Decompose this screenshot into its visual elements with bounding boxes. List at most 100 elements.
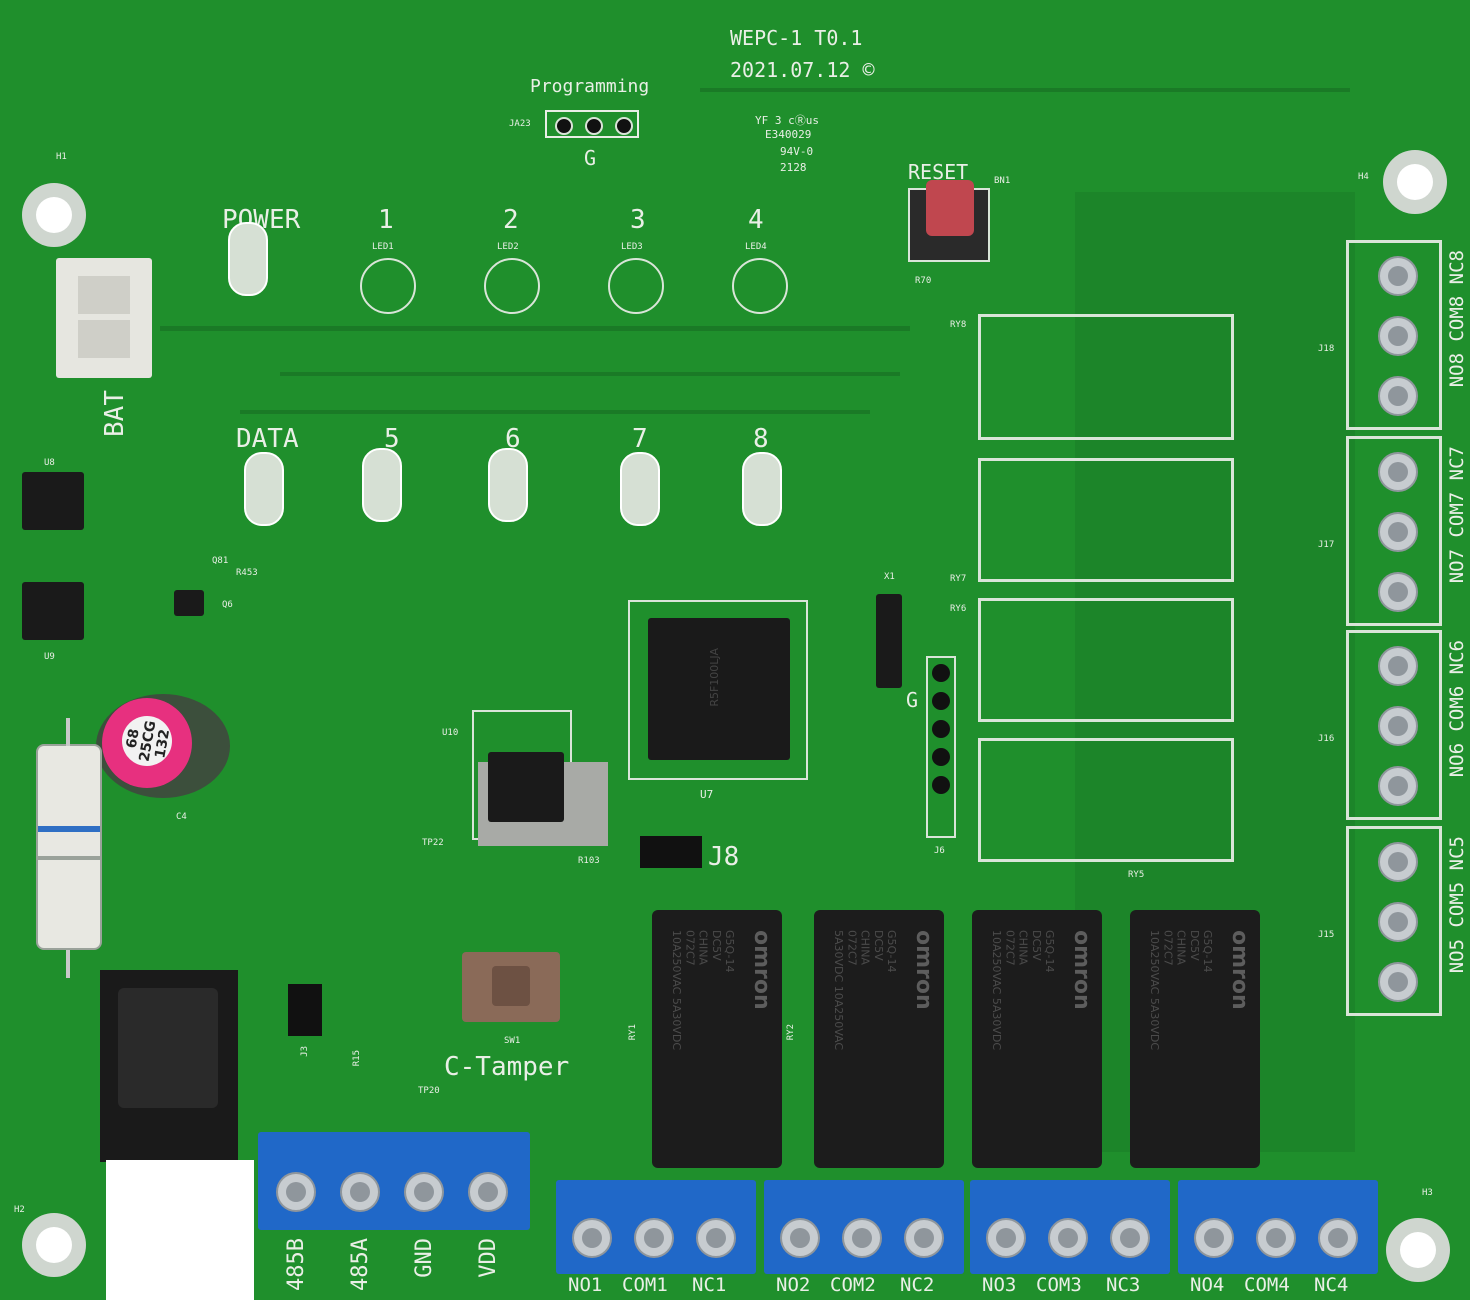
led-2-number: 2 xyxy=(503,205,519,235)
sw1-label: SW1 xyxy=(504,1036,521,1046)
led-4-footprint xyxy=(732,258,788,314)
mounting-hole-h1 xyxy=(22,183,86,247)
mcu-u7: R5F100LJA xyxy=(648,618,790,760)
screw-terminal[interactable] xyxy=(634,1218,674,1258)
side-connector-ref: J17 xyxy=(1318,540,1335,550)
relay-brand: omron xyxy=(911,930,936,1010)
relay-terminal-label: COM1 xyxy=(622,1274,668,1296)
screw-terminal[interactable] xyxy=(1378,256,1418,296)
led-3-number: 3 xyxy=(630,205,646,235)
relay-lot: 072C7 xyxy=(845,930,859,966)
screw-terminal[interactable] xyxy=(404,1172,444,1212)
relay-origin: CHINA xyxy=(696,930,710,965)
screw-terminal[interactable] xyxy=(1318,1218,1358,1258)
relay-rating: 5A30VDC 10A250VAC xyxy=(832,930,846,1051)
dc-jack xyxy=(100,970,238,1162)
screw-terminal[interactable] xyxy=(1378,706,1418,746)
screw-terminal[interactable] xyxy=(1378,766,1418,806)
bn1-label: BN1 xyxy=(994,176,1011,186)
h3-label: H3 xyxy=(1422,1188,1433,1198)
side-connector-label: NO7 COM7 NC7 xyxy=(1446,446,1468,584)
relay-terminal-label: NO1 xyxy=(568,1274,603,1296)
regulator-u10 xyxy=(488,752,564,822)
relay-terminal-label: COM4 xyxy=(1244,1274,1290,1296)
led-8 xyxy=(742,452,782,526)
screw-terminal[interactable] xyxy=(276,1172,316,1212)
screw-terminal[interactable] xyxy=(1378,572,1418,612)
screw-terminal[interactable] xyxy=(780,1218,820,1258)
relay-terminal-label: NO2 xyxy=(776,1274,811,1296)
data-label: DATA xyxy=(236,424,299,454)
rs485-pin-label: VDD xyxy=(476,1238,501,1278)
screw-terminal[interactable] xyxy=(1378,512,1418,552)
reset-button[interactable] xyxy=(926,180,974,236)
screw-terminal[interactable] xyxy=(1378,646,1418,686)
screw-terminal[interactable] xyxy=(468,1172,508,1212)
relay-brand: omron xyxy=(749,930,774,1010)
c4-label: C4 xyxy=(176,812,187,822)
screw-terminal[interactable] xyxy=(904,1218,944,1258)
screw-terminal[interactable] xyxy=(1110,1218,1150,1258)
h2-label: H2 xyxy=(14,1205,25,1215)
relay-terminal-label: NO4 xyxy=(1190,1274,1225,1296)
cert-line-2: E340029 xyxy=(765,128,812,141)
led-6 xyxy=(488,448,528,522)
screw-terminal[interactable] xyxy=(572,1218,612,1258)
relay-brand: omron xyxy=(1227,930,1252,1010)
mcu-text: R5F100LJA xyxy=(708,648,721,707)
screw-terminal[interactable] xyxy=(340,1172,380,1212)
screw-terminal[interactable] xyxy=(1378,902,1418,942)
board-date: 2021.07.12 © xyxy=(730,58,875,82)
screw-terminal[interactable] xyxy=(1378,962,1418,1002)
j6-g-label: G xyxy=(906,688,919,712)
u7-label: U7 xyxy=(700,788,714,801)
power-led xyxy=(228,222,268,296)
relay-terminal-label: NC3 xyxy=(1106,1274,1141,1296)
led-5 xyxy=(362,448,402,522)
tp22-label: TP22 xyxy=(422,838,444,848)
power-resistor xyxy=(36,744,102,950)
battery-connector xyxy=(56,258,152,378)
jumper-j8[interactable] xyxy=(640,836,702,868)
led-4-ref: LED4 xyxy=(745,242,767,252)
screw-terminal[interactable] xyxy=(1378,842,1418,882)
led-2-footprint xyxy=(484,258,540,314)
ry6-label: RY6 xyxy=(950,604,967,614)
led-4-number: 4 xyxy=(748,205,764,235)
relay-ry6-footprint xyxy=(978,598,1234,722)
side-connector-ref: J18 xyxy=(1318,344,1335,354)
relay-origin: CHINA xyxy=(858,930,872,965)
c-tamper-label: C-Tamper xyxy=(444,1052,570,1082)
relay-coil: DC5V xyxy=(871,930,885,961)
screw-terminal[interactable] xyxy=(1194,1218,1234,1258)
screw-terminal[interactable] xyxy=(1378,316,1418,356)
j3-label: J3 xyxy=(300,1046,310,1057)
screw-terminal[interactable] xyxy=(1378,376,1418,416)
screw-terminal[interactable] xyxy=(1378,452,1418,492)
screw-terminal[interactable] xyxy=(986,1218,1026,1258)
x1-label: X1 xyxy=(884,572,895,582)
relay-terminal-label: NC4 xyxy=(1314,1274,1349,1296)
rs485-pin-label: 485A xyxy=(348,1238,373,1291)
screw-terminal[interactable] xyxy=(696,1218,736,1258)
screw-terminal[interactable] xyxy=(842,1218,882,1258)
tamper-switch[interactable] xyxy=(462,952,560,1022)
side-connector-j16 xyxy=(1346,630,1442,820)
screw-terminal[interactable] xyxy=(1256,1218,1296,1258)
cert-line-3: 94V-0 xyxy=(780,145,814,158)
screw-terminal[interactable] xyxy=(1048,1218,1088,1258)
u10-label: U10 xyxy=(442,728,459,738)
side-connector-j15 xyxy=(1346,826,1442,1016)
relay-model: G5Q-14 xyxy=(1200,930,1214,973)
led-2-ref: LED2 xyxy=(497,242,519,252)
trace xyxy=(700,88,1350,92)
mounting-hole-h4 xyxy=(1383,150,1447,214)
led-1-ref: LED1 xyxy=(372,242,394,252)
relay-terminal-label: NC2 xyxy=(900,1274,935,1296)
side-connector-ref: J15 xyxy=(1318,930,1335,940)
relay-lot: 072C7 xyxy=(683,930,697,966)
relay-model: G5Q-14 xyxy=(1042,930,1056,973)
side-connector-label: NO5 COM5 NC5 xyxy=(1446,836,1468,974)
